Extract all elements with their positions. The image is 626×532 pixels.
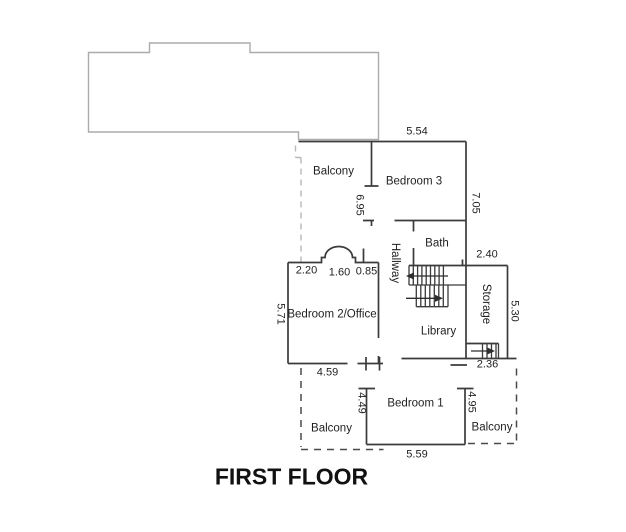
small-stair-arrow-head	[487, 347, 495, 355]
dimension-2-36: 2.36	[476, 358, 499, 370]
small-staircase	[471, 343, 500, 359]
label-balcony-bottom-right: Balcony	[471, 420, 513, 433]
dimension-4-59: 4.59	[316, 366, 339, 378]
label-bath: Bath	[425, 236, 449, 249]
main-staircase	[406, 265, 466, 308]
dimension-6-95: 6.95	[353, 193, 365, 216]
dimension-0-85: 0.85	[355, 265, 378, 277]
label-balcony-top: Balcony	[313, 165, 354, 178]
dimension-5-54: 5.54	[406, 125, 428, 138]
label-library: Library	[420, 324, 457, 337]
balcony-dashed-top-left	[294, 145, 302, 262]
label-bedroom2-office: Bedroom 2/Office	[287, 307, 377, 320]
dimension-1-60: 1.60	[328, 266, 351, 278]
page-title: FIRST FLOOR	[214, 463, 369, 489]
dimension-5-30: 5.30	[508, 299, 521, 322]
stair-arrow-down-head	[435, 294, 443, 302]
dimension-2-20: 2.20	[295, 264, 318, 276]
dimension-2-40: 2.40	[476, 248, 498, 260]
balcony-dashed-left	[300, 368, 384, 451]
stair-arrow-up-head	[406, 272, 414, 280]
upper-floor-outline	[87, 42, 380, 141]
dimension-5-71: 5.71	[274, 303, 286, 325]
dimension-4-95: 4.95	[465, 391, 478, 413]
dimension-4-49: 4.49	[355, 392, 367, 414]
label-hallway: Hallway	[388, 242, 401, 283]
balcony-dashed-right	[468, 368, 518, 445]
label-bedroom3: Bedroom 3	[385, 175, 443, 188]
label-balcony-bottom-left: Balcony	[311, 422, 352, 435]
label-bedroom1: Bedroom 1	[387, 397, 444, 410]
dimension-5-59: 5.59	[406, 448, 428, 461]
dimension-7-05: 7.05	[469, 191, 481, 214]
label-storage: Storage	[479, 283, 492, 325]
